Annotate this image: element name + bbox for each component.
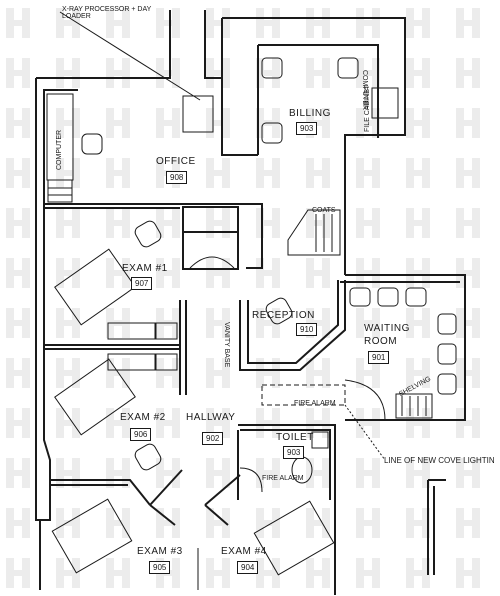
coats-rack (287, 209, 341, 256)
exam2-label: EXAM #2 (120, 412, 166, 423)
toilet-number: 903 (283, 446, 305, 459)
exam3-number: 905 (149, 561, 171, 574)
hallway-number: 902 (202, 432, 224, 445)
exam-table (54, 358, 136, 436)
hallway-label: HALLWAY (186, 412, 236, 423)
chair (81, 133, 103, 155)
stool (265, 297, 293, 325)
toilet-sink (311, 431, 329, 449)
exam3-label: EXAM #3 (137, 546, 183, 557)
vanity-base-note: VANITY BASE (223, 322, 230, 368)
waiting-label: WAITING ROOM (364, 323, 410, 347)
waiting-chair (349, 287, 371, 307)
billing-number: 903 (296, 122, 318, 135)
bookcase (47, 179, 73, 203)
reception-label: RECEPTION (252, 310, 315, 321)
west-wall (35, 78, 78, 521)
coats-note: COATS (312, 207, 336, 214)
stool (134, 220, 162, 248)
cove-light-line (261, 384, 346, 406)
waiting-chair (405, 287, 427, 307)
file-cabinet-note: FILE CABINET (364, 84, 371, 132)
waiting-chair (377, 287, 399, 307)
shelving (395, 393, 433, 419)
waiting-number: 901 (368, 351, 390, 364)
exam-table (51, 498, 133, 574)
reception-number: 910 (296, 323, 318, 336)
closet (182, 206, 239, 270)
vanity (107, 322, 157, 340)
chair (337, 57, 359, 79)
waiting-room-wall (345, 274, 466, 421)
exam-table (54, 248, 136, 326)
stool (134, 443, 162, 471)
toilet-label: TOILET (276, 432, 314, 443)
exam1-label: EXAM #1 (122, 263, 168, 274)
exam-table (253, 500, 335, 576)
office-label: OFFICE (156, 156, 196, 167)
exam4-number: 904 (237, 561, 259, 574)
billing-label: BILLING (289, 108, 331, 119)
computer-note-office: COMPUTER (56, 129, 63, 170)
office-south-wall (44, 203, 263, 269)
chair (261, 57, 283, 79)
waiting-chair (437, 343, 457, 365)
north-wall (36, 10, 222, 79)
exam2-number: 906 (130, 428, 152, 441)
exam1-number: 907 (131, 277, 153, 290)
xray-processor (182, 95, 214, 133)
sink (154, 322, 178, 340)
chair (261, 122, 283, 144)
file-cabinet (371, 87, 399, 119)
exam4-label: EXAM #4 (221, 546, 267, 557)
sink (154, 353, 178, 371)
office-number: 908 (166, 171, 188, 184)
vanity (107, 353, 157, 371)
waiting-chair (437, 313, 457, 335)
waiting-chair (437, 373, 457, 395)
fire-alarm-hall-note: FIRE ALARM (294, 400, 336, 407)
reception-counter (239, 280, 346, 371)
fire-alarm-toilet-note: FIRE ALARM (262, 475, 304, 482)
cove-lighting-note: LINE OF NEW COVE LIGHTIN (384, 456, 495, 465)
xray-label: X-RAY PROCESSOR + DAY LOADER (62, 6, 152, 20)
